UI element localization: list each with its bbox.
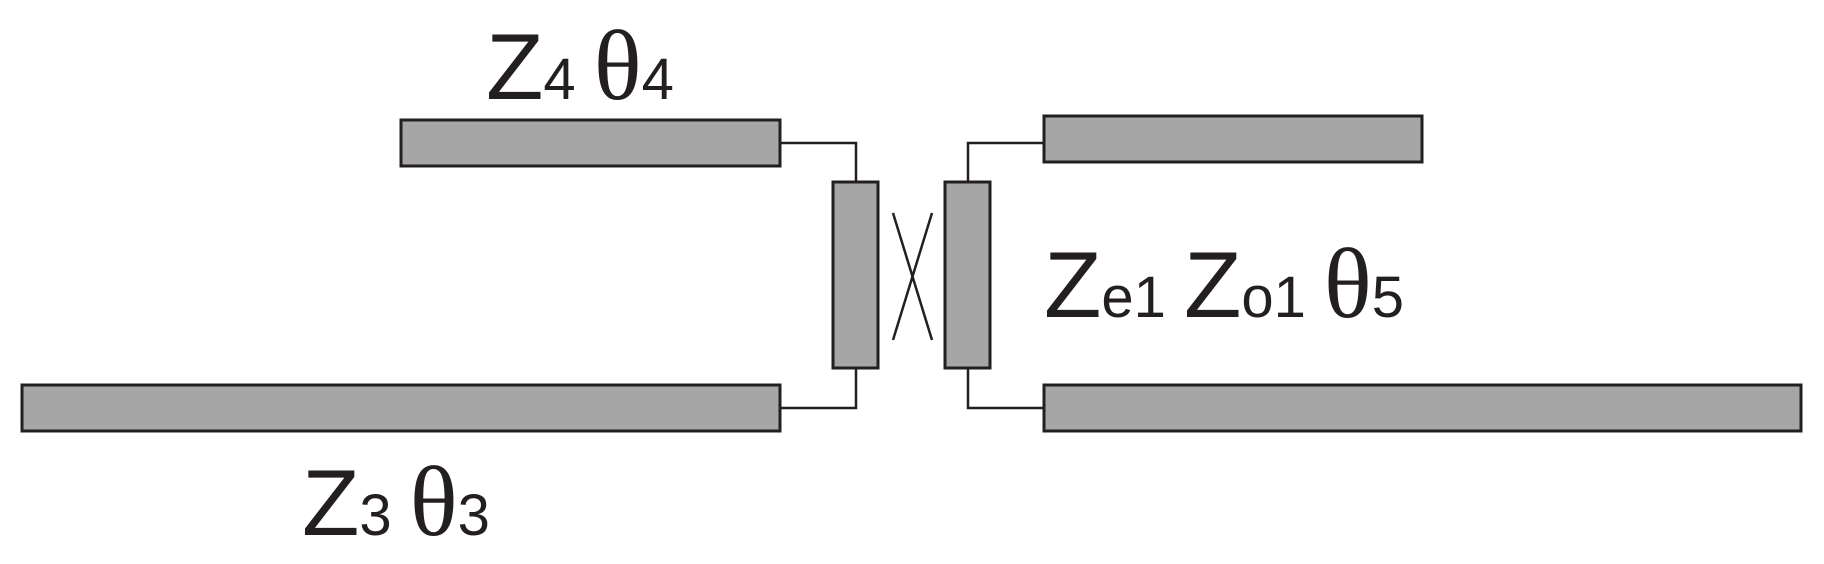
coupled-line-left	[831, 180, 880, 370]
z3-symbol: Z	[302, 450, 360, 555]
wire-upper-left	[780, 141, 858, 182]
theta3-symbol: θ	[409, 446, 458, 557]
coupled-line-right	[943, 180, 992, 370]
line-segment-z4	[399, 118, 782, 168]
line-segment-lower-right	[1042, 383, 1803, 433]
theta5-symbol: θ	[1323, 228, 1372, 339]
line-segment-z3	[20, 383, 782, 433]
theta5-subscript: 5	[1371, 265, 1405, 330]
wire-lower-left	[780, 368, 858, 410]
z3-subscript: 3	[359, 483, 392, 548]
z4-subscript: 4	[543, 47, 576, 112]
ze1-symbol: Z	[1044, 232, 1102, 337]
line-segment-upper-right	[1042, 114, 1424, 164]
ze1-subscript: e1	[1101, 265, 1166, 330]
theta4-symbol: θ	[593, 10, 642, 121]
z4-symbol: Z	[486, 14, 544, 119]
zo1-subscript: o1	[1241, 265, 1306, 330]
theta4-subscript: 4	[641, 47, 674, 112]
theta3-subscript: 3	[457, 483, 490, 548]
zo1-symbol: Z	[1183, 232, 1242, 337]
wire-lower-right	[966, 368, 1044, 410]
wire-upper-right	[966, 141, 1044, 182]
coupling-cross-line-b	[891, 212, 934, 341]
